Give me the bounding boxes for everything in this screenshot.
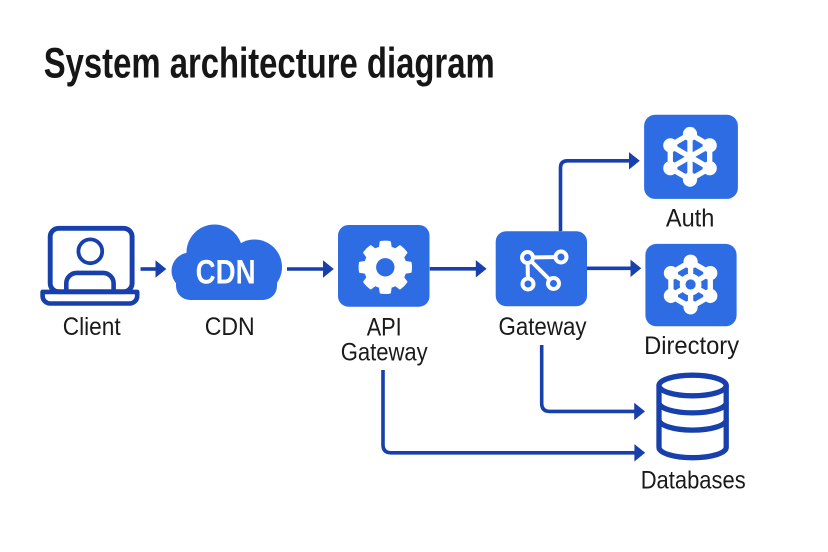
svg-text:Auth: Auth: [666, 204, 715, 232]
svg-text:Client: Client: [63, 313, 121, 341]
svg-text:Directory: Directory: [644, 332, 739, 360]
svg-text:Databases: Databases: [641, 467, 746, 495]
svg-text:Gateway: Gateway: [499, 313, 587, 341]
svg-text:System architecture diagram: System architecture diagram: [44, 40, 495, 88]
svg-text:API: API: [367, 313, 402, 341]
svg-text:CDN: CDN: [205, 313, 255, 341]
svg-text:Gateway: Gateway: [341, 338, 428, 366]
svg-text:CDN: CDN: [196, 254, 256, 292]
